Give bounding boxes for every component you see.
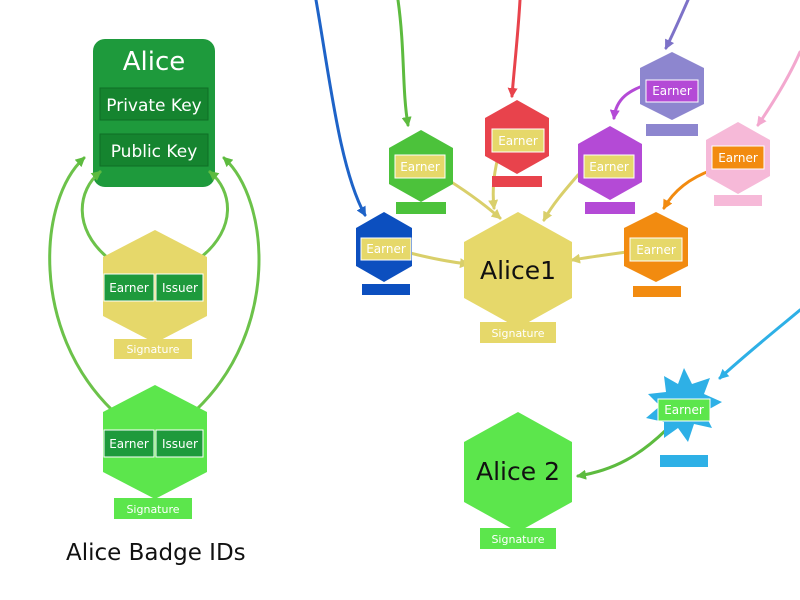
arrow-badge2-issuer-to-publickey xyxy=(194,156,261,412)
earner-badge-blue-label: Earner xyxy=(366,242,406,256)
incoming-arrows xyxy=(314,0,800,380)
earner-badge-magenta-base xyxy=(585,202,635,214)
identity-title: Alice xyxy=(123,47,186,77)
private-key-box xyxy=(99,87,209,121)
hub-alice2-hexagon xyxy=(464,412,572,532)
badge-id-1-earner-box xyxy=(103,273,155,302)
earner-badge-blue-earner-box xyxy=(360,237,412,261)
badge-id-2: Earner Issuer Signature xyxy=(103,385,207,519)
earner-badge-pink-earner-box xyxy=(711,145,765,170)
earner-badge-red-earner-box xyxy=(491,128,545,153)
badge-id-1-hexagon xyxy=(103,230,207,343)
badge-id-2-signature-label: Signature xyxy=(126,503,179,516)
earner-badge-pink-label: Earner xyxy=(718,151,758,165)
badge-id-1-issuer-label: Issuer xyxy=(162,281,198,295)
earner-badge-cyan-label: Earner xyxy=(664,403,704,417)
earner-badge-red: Earner xyxy=(485,100,549,187)
earner-badge-purple-label: Earner xyxy=(652,84,692,98)
earner-badge-green-earner-box xyxy=(394,154,446,179)
arrow-into-cyan-earner xyxy=(718,308,800,380)
private-key-label: Private Key xyxy=(106,96,202,116)
earner-badge-cyan: Earner xyxy=(646,368,722,467)
earner-badge-purple: Earner xyxy=(640,52,704,136)
earner-badge-green-base xyxy=(396,202,446,214)
arrow-into-green-earner xyxy=(396,0,412,127)
arrow-into-pink-earner xyxy=(756,50,800,127)
badge-id-2-issuer-label: Issuer xyxy=(162,437,198,451)
earner-badge-magenta-earner-box xyxy=(583,154,635,179)
earner-badge-magenta-label: Earner xyxy=(589,160,629,174)
badge-id-1-issuer-box xyxy=(155,273,204,302)
arrow-into-orange-earner xyxy=(662,168,714,210)
arrow-into-purple-earner xyxy=(664,0,690,50)
hub-alice1-signature-label: Signature xyxy=(491,327,544,340)
hub-alice2-signature-label: Signature xyxy=(491,533,544,546)
public-key-box xyxy=(99,133,209,167)
arrow-into-red-earner xyxy=(507,0,522,98)
earner-badge-cyan-base xyxy=(660,455,708,467)
diagram-caption: Alice Badge IDs xyxy=(66,540,246,566)
badge-id-2-issuer-box xyxy=(155,429,204,458)
hub-alice1-hexagon xyxy=(464,212,572,328)
badge-id-2-hexagon xyxy=(103,385,207,499)
badge-id-2-signature-box xyxy=(114,498,192,519)
badge-id-2-earner-label: Earner xyxy=(109,437,149,451)
badge-id-1-signature-label: Signature xyxy=(126,343,179,356)
hub-alice2-signature-box xyxy=(480,528,556,549)
arrow-magenta-to-alice1 xyxy=(542,173,580,222)
earner-badge-blue-base xyxy=(362,284,410,295)
arrow-blue-to-alice1 xyxy=(408,251,470,269)
left-arrows xyxy=(48,156,261,412)
arrow-badge1-issuer-to-publickey xyxy=(198,170,229,260)
badge-id-1: Earner Issuer Signature xyxy=(103,230,207,359)
earner-badge-red-base xyxy=(492,176,542,187)
earner-badge-purple-base xyxy=(646,124,698,136)
badge-id-2-earner-box xyxy=(103,429,155,458)
badge-id-1-earner-label: Earner xyxy=(109,281,149,295)
earner-badge-magenta: Earner xyxy=(578,126,642,214)
earner-badge-pink: Earner xyxy=(706,122,770,206)
earner-badge-green-label: Earner xyxy=(400,160,440,174)
earner-badge-orange-label: Earner xyxy=(636,243,676,257)
arrow-badge2-earner-to-publickey xyxy=(48,156,114,412)
earner-badge-green: Earner xyxy=(389,130,453,214)
hub-alice1-signature-box xyxy=(480,322,556,343)
hub-alice2: Alice 2 Signature xyxy=(464,412,572,549)
earner-badge-purple-earner-box xyxy=(645,79,699,103)
arrow-badge1-earner-to-publickey xyxy=(80,170,110,260)
badge-id-1-signature-box xyxy=(114,339,192,359)
arrow-cyan-to-alice2 xyxy=(576,428,668,480)
public-key-label: Public Key xyxy=(111,142,198,162)
hub-alice1-title: Alice1 xyxy=(480,256,556,285)
earner-badge-orange-base xyxy=(633,286,681,297)
identity-box: Alice Private Key Public Key xyxy=(93,39,215,187)
hub-alice1: Alice1 Signature xyxy=(464,212,572,343)
earner-badge-orange-earner-box xyxy=(629,237,683,262)
earner-badge-red-label: Earner xyxy=(498,134,538,148)
earner-badge-orange: Earner xyxy=(624,212,688,297)
earner-badge-blue: Earner xyxy=(356,212,412,295)
arrow-into-blue-earner xyxy=(314,0,367,217)
hub-alice2-title: Alice 2 xyxy=(476,457,560,486)
earner-badge-pink-base xyxy=(714,195,762,206)
earner-badge-cyan-earner-box xyxy=(657,398,711,422)
